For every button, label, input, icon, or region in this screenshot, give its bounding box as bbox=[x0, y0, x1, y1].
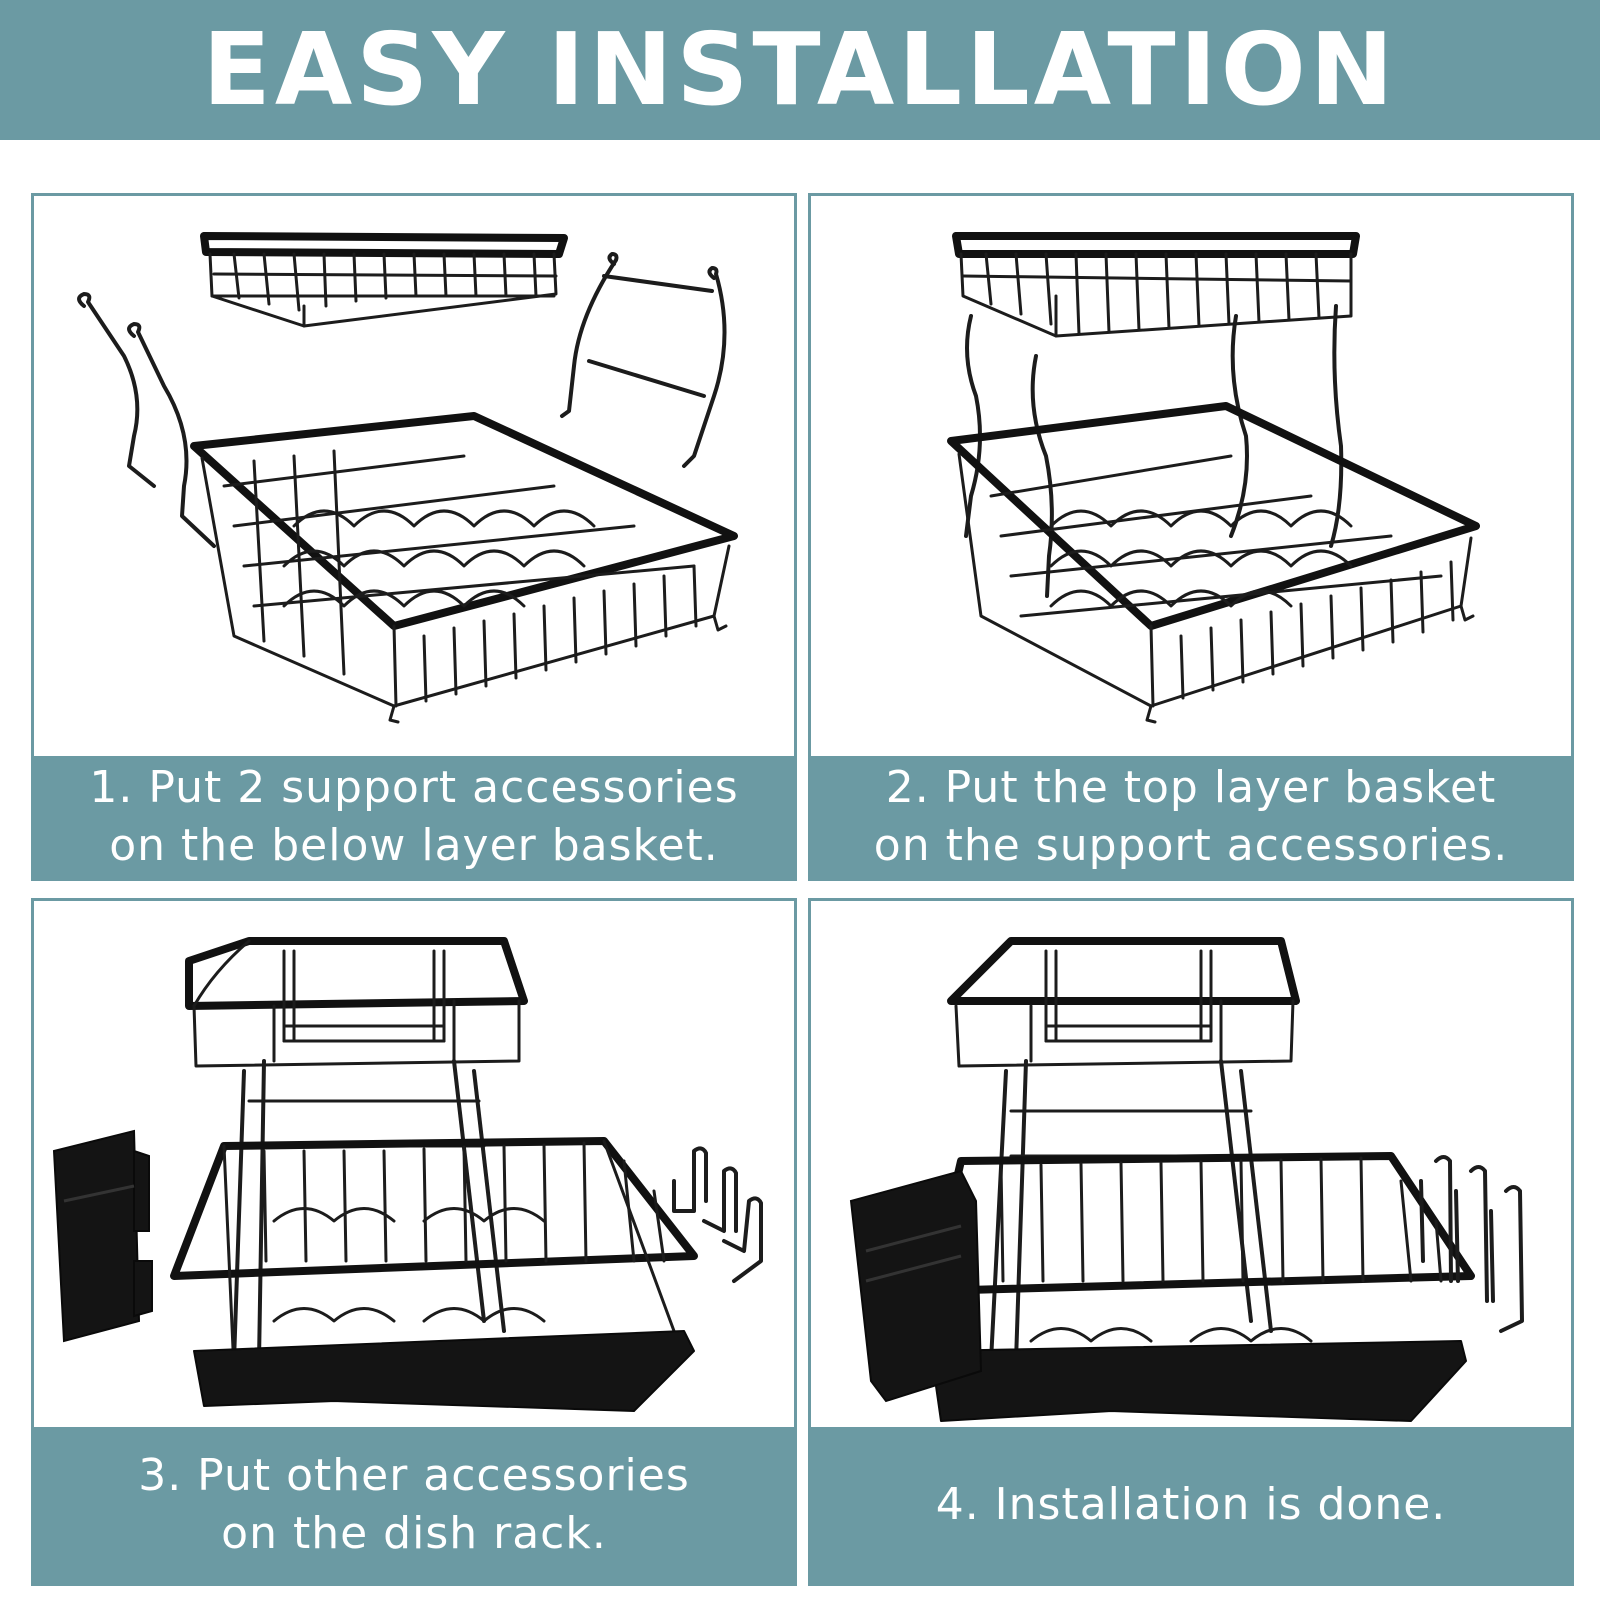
step-1-caption-line-1: 1. Put 2 support accessories bbox=[89, 762, 739, 813]
step-1-caption-line-2: on the below layer basket. bbox=[109, 820, 719, 871]
step-4-caption-line-1: 4. Installation is done. bbox=[935, 1479, 1447, 1530]
step-1-panel: 1. Put 2 support accessories on the belo… bbox=[31, 193, 797, 881]
page-title: EASY INSTALLATION bbox=[202, 11, 1398, 128]
step-3-caption-line-2: on the dish rack. bbox=[221, 1508, 607, 1559]
step-3-panel: 3. Put other accessories on the dish rac… bbox=[31, 898, 797, 1586]
step-2-panel: 2. Put the top layer basket on the suppo… bbox=[808, 193, 1574, 881]
step-2-caption: 2. Put the top layer basket on the suppo… bbox=[811, 756, 1571, 878]
disassembled-rack-parts-image bbox=[34, 196, 794, 756]
two-tier-wire-rack-image bbox=[811, 196, 1571, 756]
rack-with-tray-and-loose-accessories-image bbox=[34, 901, 794, 1461]
step-1-caption: 1. Put 2 support accessories on the belo… bbox=[34, 756, 794, 878]
step-3-caption: 3. Put other accessories on the dish rac… bbox=[34, 1427, 794, 1583]
step-4-panel: 4. Installation is done. bbox=[808, 898, 1574, 1586]
step-4-caption: 4. Installation is done. bbox=[811, 1427, 1571, 1583]
step-3-caption-line-1: 3. Put other accessories bbox=[138, 1450, 690, 1501]
step-2-caption-line-1: 2. Put the top layer basket bbox=[885, 762, 1497, 813]
fully-assembled-dish-rack-image bbox=[811, 901, 1571, 1461]
step-2-caption-line-2: on the support accessories. bbox=[873, 820, 1509, 871]
header-banner: EASY INSTALLATION bbox=[0, 0, 1600, 140]
